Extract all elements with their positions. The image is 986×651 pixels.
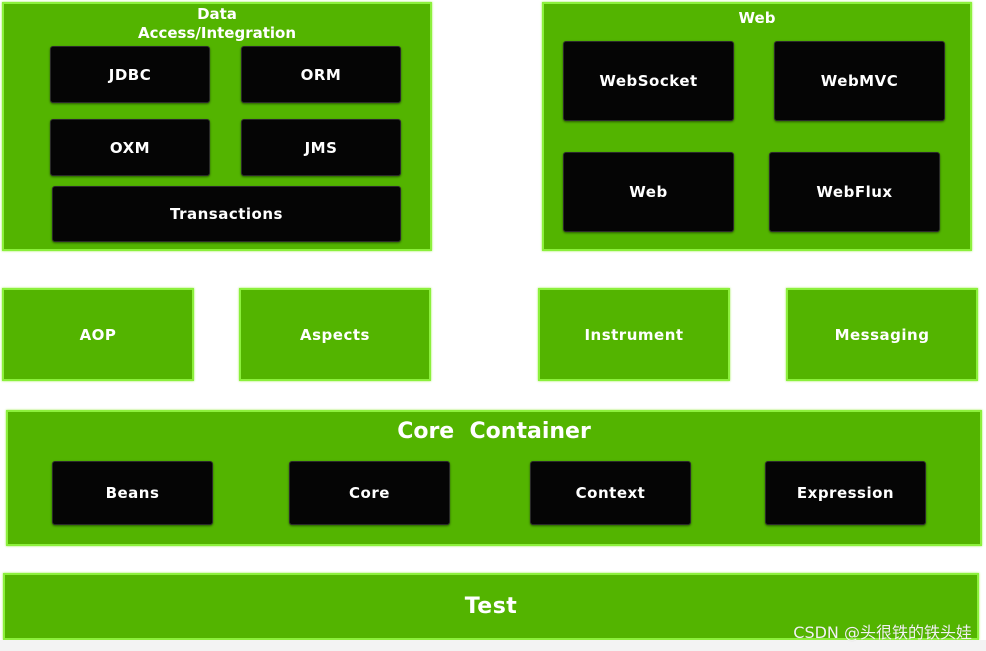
messaging-box: Messaging: [786, 288, 978, 381]
aop-box: AOP: [2, 288, 194, 381]
orm-module: ORM: [241, 46, 401, 103]
data-access-integration-box: Data Access/Integration JDBC ORM OXM JMS…: [2, 2, 432, 251]
aspects-box: Aspects: [239, 288, 431, 381]
web-box: Web WebSocket WebMVC Web WebFlux: [542, 2, 972, 251]
webflux-module: WebFlux: [769, 152, 940, 232]
oxm-module: OXM: [50, 119, 210, 176]
jdbc-module: JDBC: [50, 46, 210, 103]
test-box: Test: [3, 573, 979, 640]
bottom-strip: [0, 640, 986, 651]
web-module: Web: [563, 152, 734, 232]
data-access-title-line2: Access/Integration: [137, 24, 297, 42]
core-module: Core: [289, 461, 450, 525]
beans-module: Beans: [52, 461, 213, 525]
data-access-title-line1: Data: [197, 5, 237, 23]
context-module: Context: [530, 461, 691, 525]
websocket-module: WebSocket: [563, 41, 734, 121]
instrument-box: Instrument: [538, 288, 730, 381]
jms-module: JMS: [241, 119, 401, 176]
webmvc-module: WebMVC: [774, 41, 945, 121]
web-title: Web: [738, 9, 776, 27]
core-container-title: Core Container: [397, 419, 591, 444]
expression-module: Expression: [765, 461, 926, 525]
core-container-box: Core Container Beans Core Context Expres…: [6, 410, 982, 546]
csdn-watermark: CSDN @头很铁的铁头娃: [793, 623, 972, 642]
transactions-module: Transactions: [52, 186, 401, 242]
